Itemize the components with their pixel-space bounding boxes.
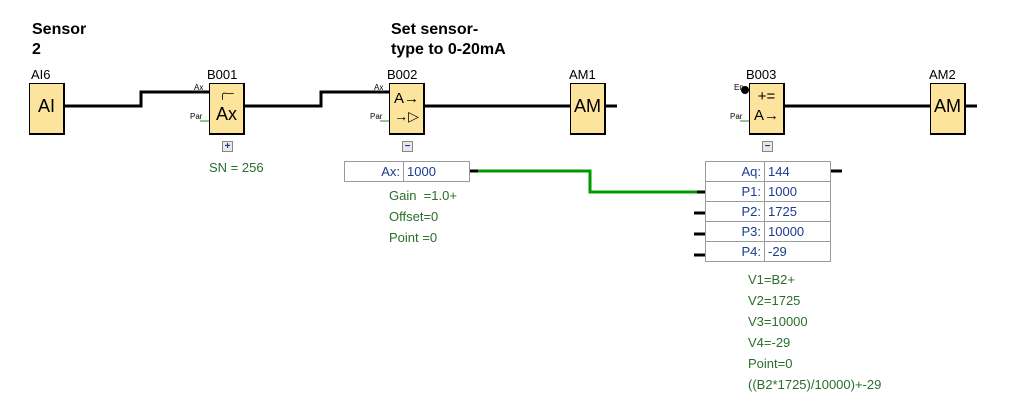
block-am1[interactable]: AM <box>570 83 606 135</box>
b002-info-gain: Gain =1.0+ <box>389 188 457 203</box>
param-key: P3: <box>705 221 765 242</box>
wire-b001-b002 <box>245 90 392 108</box>
b002-collapse-toggle[interactable]: − <box>402 141 413 152</box>
param-key: P2: <box>705 201 765 222</box>
b003-info-point: Point=0 <box>748 356 793 371</box>
b002-info: Gain =1.0+ Offset=0 Point =0 <box>389 185 457 248</box>
b001-pin-ax[interactable]: Ax <box>194 83 204 92</box>
param-link-b002-ax-to-b003-p1 <box>478 169 697 194</box>
param-key: P4: <box>705 241 765 262</box>
b003-param-table: Aq: 144 P1: 1000 P2: 1725 P3: 10000 P4: … <box>705 161 831 262</box>
b003-info-v4: V4=-29 <box>748 335 791 350</box>
block-b003[interactable]: += A→ <box>749 83 785 135</box>
param-row-p1: P1: 1000 <box>705 181 831 202</box>
b003-info-v2: V2=1725 <box>748 293 801 308</box>
b003-info-formula: ((B2*1725)/10000)+-29 <box>748 377 882 392</box>
b003-symbol-top: += <box>757 88 776 105</box>
set-sensor-annotation-line1: Set sensor- <box>391 21 479 38</box>
b002-symbol-top: A→ <box>393 90 419 107</box>
b002-pin-ax[interactable]: Ax <box>374 83 384 92</box>
b001-pin-par[interactable]: Par <box>190 112 203 121</box>
sensor-annotation: Sensor 2 <box>32 20 86 60</box>
b002-info-point: Point =0 <box>389 230 438 245</box>
b001-symbol: Ax <box>215 104 237 124</box>
param-row-p3: P3: 10000 <box>705 221 831 242</box>
sensor-annotation-line1: Sensor <box>32 21 87 38</box>
set-sensor-annotation: Set sensor- type to 0-20mA <box>391 20 506 60</box>
b003-symbol-bottom: A→ <box>753 107 779 124</box>
am1-label: AM1 <box>569 67 596 82</box>
sensor-annotation-line2: 2 <box>32 41 41 58</box>
param-value[interactable]: 1000 <box>764 181 831 202</box>
b001-label: B001 <box>207 67 238 82</box>
block-b001[interactable]: ╭─ Ax <box>209 83 245 135</box>
b001-symbol-top: ╭─ <box>219 88 234 100</box>
b003-pin-en[interactable]: En <box>734 83 744 92</box>
param-row-p2: P2: 1725 <box>705 201 831 222</box>
block-b002[interactable]: A→ →▷ <box>389 83 425 135</box>
am2-label: AM2 <box>929 67 956 82</box>
param-value[interactable]: 1000 <box>403 161 470 182</box>
block-ai6[interactable]: AI <box>29 83 65 135</box>
b001-info: SN = 256 <box>209 160 264 175</box>
param-key: Ax: <box>344 161 404 182</box>
set-sensor-annotation-line2: type to 0-20mA <box>391 41 506 58</box>
param-row: Ax: 1000 <box>344 161 470 182</box>
b003-collapse-toggle[interactable]: − <box>762 141 773 152</box>
ai6-label: AI6 <box>31 67 51 82</box>
b002-param-table: Ax: 1000 <box>344 161 470 182</box>
param-value[interactable]: 144 <box>764 161 831 182</box>
b002-symbol-bottom: →▷ <box>394 108 419 124</box>
b002-pin-par[interactable]: Par <box>370 112 383 121</box>
wire-ai6-b001 <box>64 90 213 108</box>
b002-label: B002 <box>387 67 418 82</box>
param-value[interactable]: 10000 <box>764 221 831 242</box>
block-am2[interactable]: AM <box>930 83 966 135</box>
am1-symbol: AM <box>574 96 601 116</box>
en-connector-dot <box>741 86 749 94</box>
b003-pin-par[interactable]: Par <box>730 112 743 121</box>
b003-info-v1: V1=B2+ <box>748 272 795 287</box>
b003-info: V1=B2+ V2=1725 V3=10000 V4=-29 Point=0 (… <box>748 269 881 395</box>
am2-symbol: AM <box>934 96 961 116</box>
param-key: P1: <box>705 181 765 202</box>
b001-expand-toggle[interactable]: + <box>222 141 233 152</box>
param-row-p4: P4: -29 <box>705 241 831 262</box>
b003-label: B003 <box>746 67 777 82</box>
b002-info-offset: Offset=0 <box>389 209 439 224</box>
ai6-symbol: AI <box>37 96 55 116</box>
param-key: Aq: <box>705 161 765 182</box>
param-value[interactable]: -29 <box>764 241 831 262</box>
param-row-aq: Aq: 144 <box>705 161 831 182</box>
b003-info-v3: V3=10000 <box>748 314 808 329</box>
param-value[interactable]: 1725 <box>764 201 831 222</box>
